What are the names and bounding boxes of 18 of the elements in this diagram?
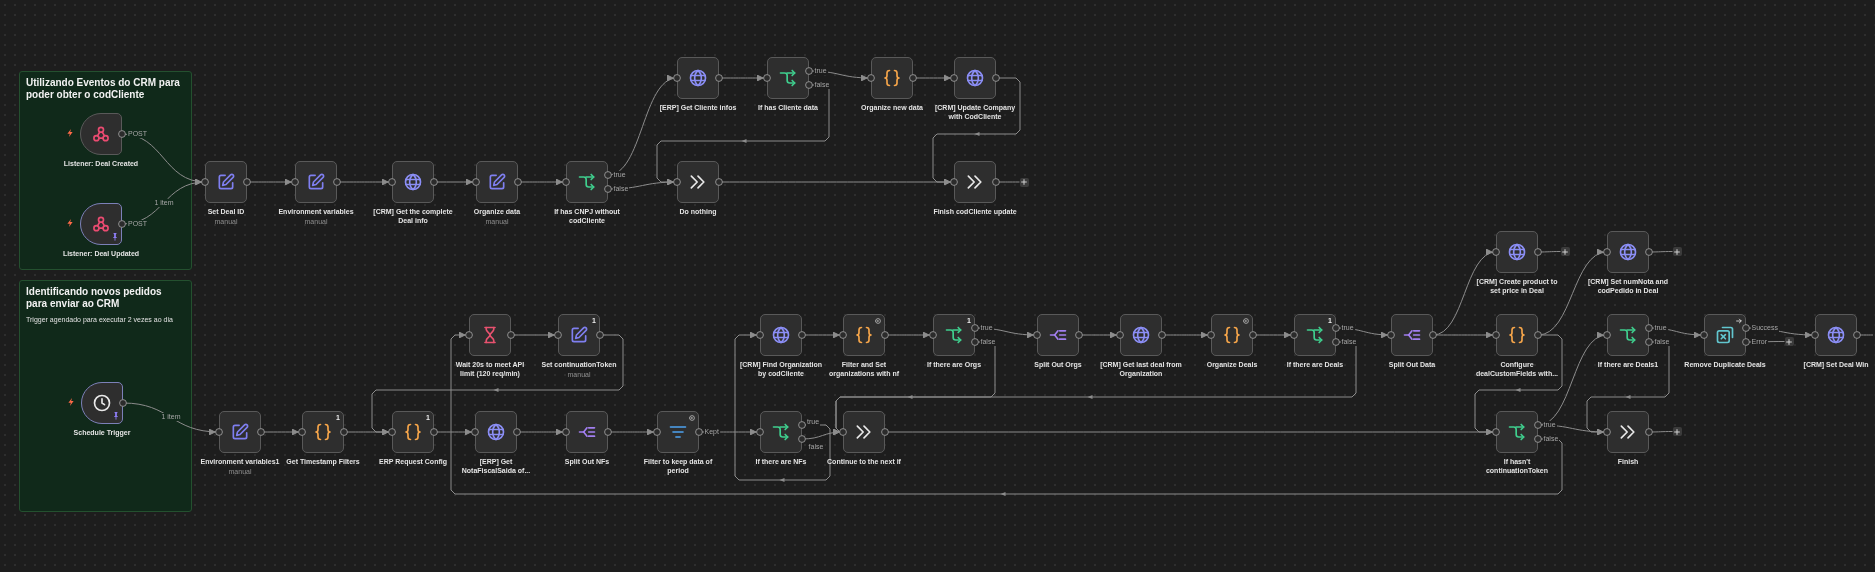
arrow	[656, 84, 830, 186]
direction-arrow	[1000, 492, 1006, 496]
direction-arrow	[974, 132, 980, 136]
direction-arrow	[1625, 395, 1631, 399]
arrow	[1586, 341, 1670, 436]
direction-arrow	[907, 395, 913, 399]
direction-arrow	[1515, 388, 1521, 392]
direction-arrow	[741, 139, 747, 143]
direction-arrow	[493, 388, 499, 392]
sticky-note	[19, 71, 192, 270]
direction-arrow	[1087, 395, 1093, 399]
arrow	[371, 334, 624, 436]
direction-arrow	[779, 478, 785, 482]
note-heading: Utilizando Eventos do CRM para poder obter o codCliente	[26, 77, 181, 101]
sticky-note	[19, 280, 192, 512]
arrow	[450, 331, 1563, 495]
arrow	[734, 331, 831, 481]
note-heading: Identificando novos pedidos para enviar ao CRM	[26, 286, 163, 310]
